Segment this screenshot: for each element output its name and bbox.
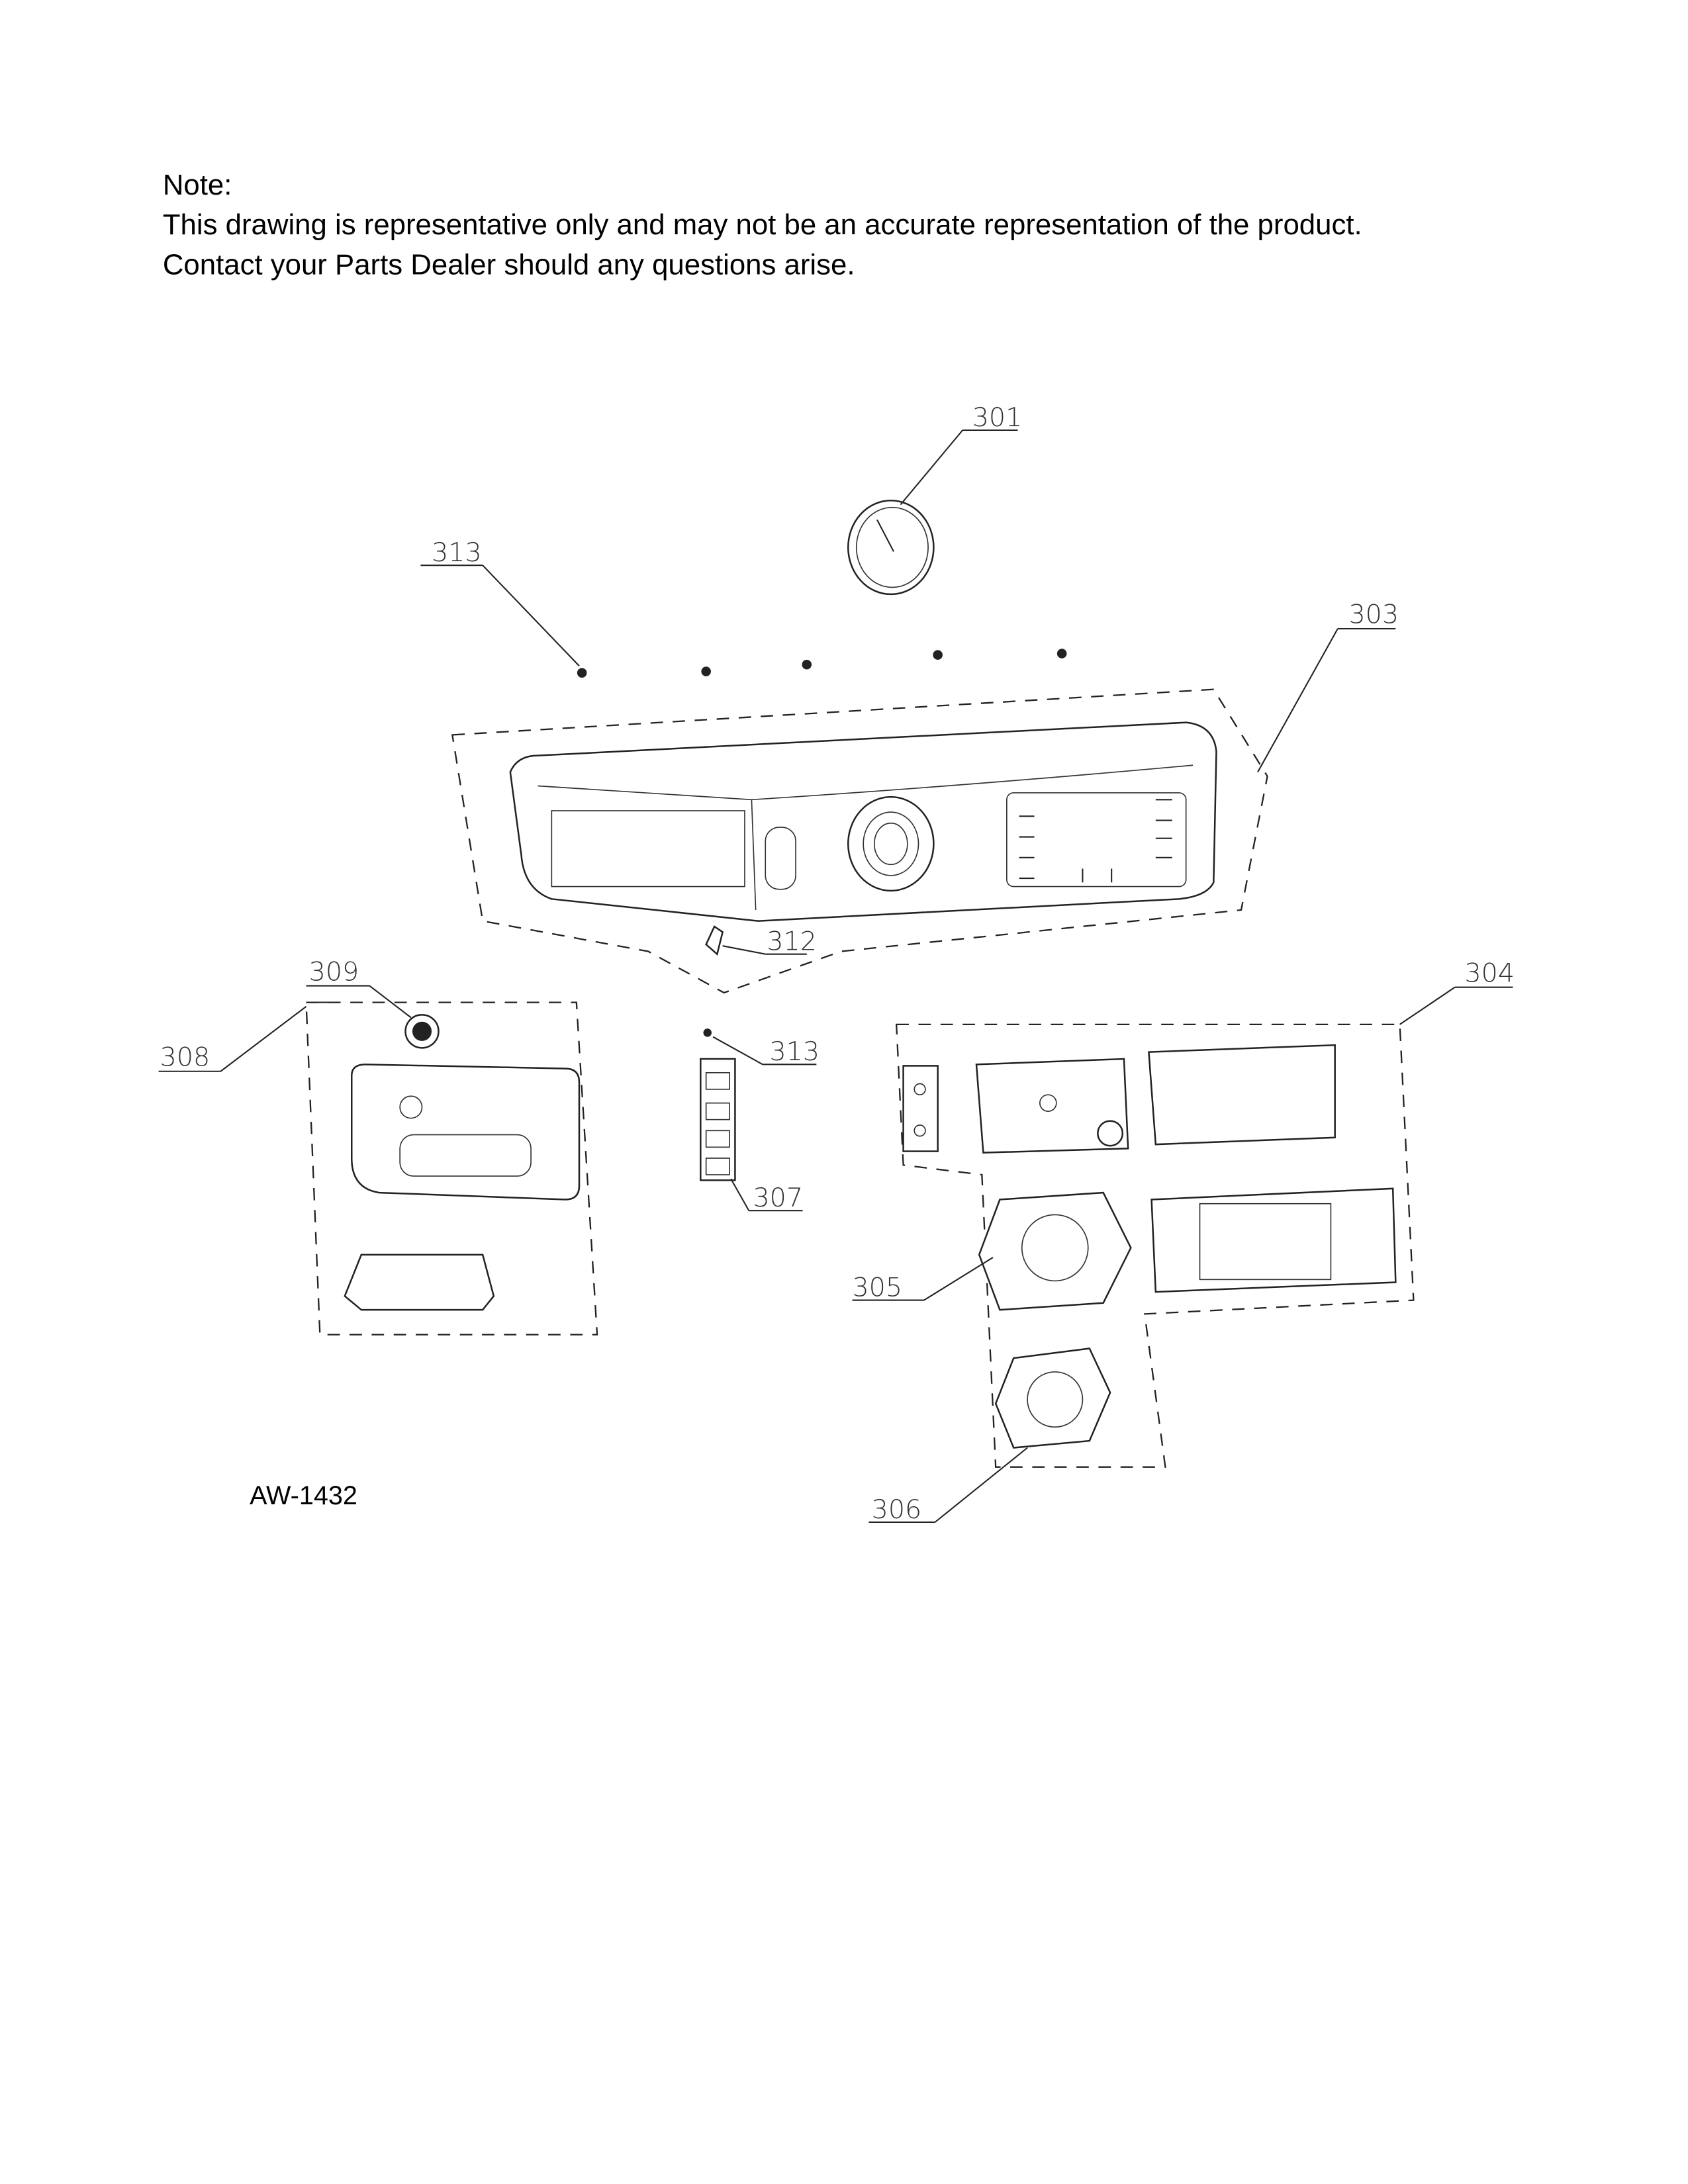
part-305-ring: 305 [852, 1191, 1132, 1311]
part-307-switch: 313 307 [700, 1028, 820, 1213]
callout-312: 312 [767, 926, 817, 956]
part-313-screws: 313 [420, 537, 1067, 678]
callout-305: 305 [853, 1272, 903, 1302]
callout-301: 301 [972, 402, 1023, 433]
callout-308: 308 [160, 1042, 211, 1072]
note-line-1: This drawing is representative only and … [163, 208, 1362, 241]
callout-313-lower: 313 [770, 1036, 820, 1067]
callout-304: 304 [1465, 958, 1515, 988]
part-301-knob: 301 [847, 402, 1023, 596]
note-heading: Note: [163, 169, 232, 201]
callout-306: 306 [872, 1494, 922, 1525]
drawing-id: AW-1432 [250, 1481, 357, 1510]
part-303-control-panel: 303 [451, 600, 1399, 994]
part-304-control-boards: 304 [895, 958, 1515, 1468]
note-line-2: Contact your Parts Dealer should any que… [163, 249, 855, 281]
callout-313-top: 313 [432, 537, 482, 568]
part-308-handle-group: 309 308 [158, 956, 598, 1336]
callout-303: 303 [1349, 600, 1399, 630]
callout-307: 307 [753, 1183, 804, 1213]
part-306-gasket: 306 [868, 1347, 1111, 1525]
callout-309: 309 [309, 956, 359, 987]
part-312-clip: 312 [705, 925, 817, 956]
